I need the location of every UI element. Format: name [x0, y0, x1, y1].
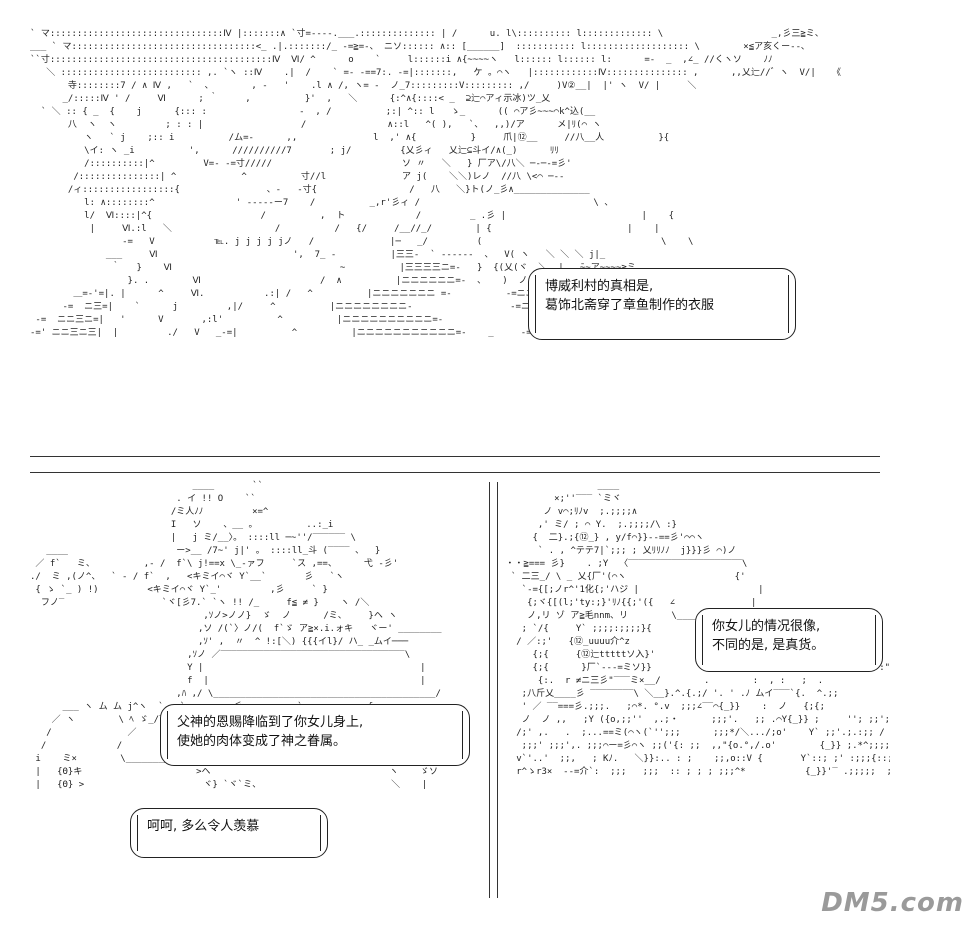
- ascii-art-top: ` マ::::::::::::::::::::::::::::::::Ⅳ |::…: [30, 29, 842, 338]
- bubble-bar-left: [137, 815, 138, 851]
- bottom-right-panel: ____ ×;''‾‾‾ `ミヾ ノ v⌒;ﾘﾉv ;.;;;;∧ ,' ミ/ …: [500, 480, 890, 900]
- bubble-bar-right: [875, 615, 876, 665]
- speech-bubble-bottom-right: 你女儿的情况很像, 不同的是, 是真货。: [695, 608, 883, 672]
- speech-bubble-bottom-left-2: 呵呵, 多么令人羡慕: [130, 808, 328, 858]
- panel-divider-upper: [30, 456, 880, 457]
- bubble-bar-left: [167, 711, 168, 759]
- panel-vertical-divider-right: [497, 482, 498, 898]
- site-watermark: DM5.com: [821, 888, 964, 918]
- bubble-bar-left: [535, 275, 536, 333]
- speech-line-1: 博威利村的真相是,: [545, 279, 654, 294]
- bubble-bar-left: [702, 615, 703, 665]
- speech-line-2: 不同的是, 是真货。: [712, 638, 825, 653]
- bubble-bar-right: [320, 815, 321, 851]
- speech-line-2: 葛饰北斋穿了章鱼制作的衣服: [545, 298, 715, 313]
- speech-bubble-bottom-left-1: 父神的恩赐降临到了你女儿身上, 使她的肉体变成了神之眷属。: [160, 704, 470, 766]
- bubble-bar-right: [788, 275, 789, 333]
- speech-line-1: 父神的恩赐降临到了你女儿身上,: [177, 715, 364, 730]
- speech-line-1: 你女儿的情况很像,: [712, 619, 821, 634]
- bubble-bar-right: [462, 711, 463, 759]
- speech-line-1: 呵呵, 多么令人羡慕: [147, 819, 260, 834]
- speech-bubble-top: 博威利村的真相是, 葛饰北斋穿了章鱼制作的衣服: [528, 268, 796, 340]
- panel-vertical-divider-left: [489, 482, 490, 898]
- speech-line-2: 使她的肉体变成了神之眷属。: [177, 734, 347, 749]
- panel-divider-lower: [30, 472, 880, 473]
- top-panel: ` マ::::::::::::::::::::::::::::::::Ⅳ |::…: [30, 28, 880, 453]
